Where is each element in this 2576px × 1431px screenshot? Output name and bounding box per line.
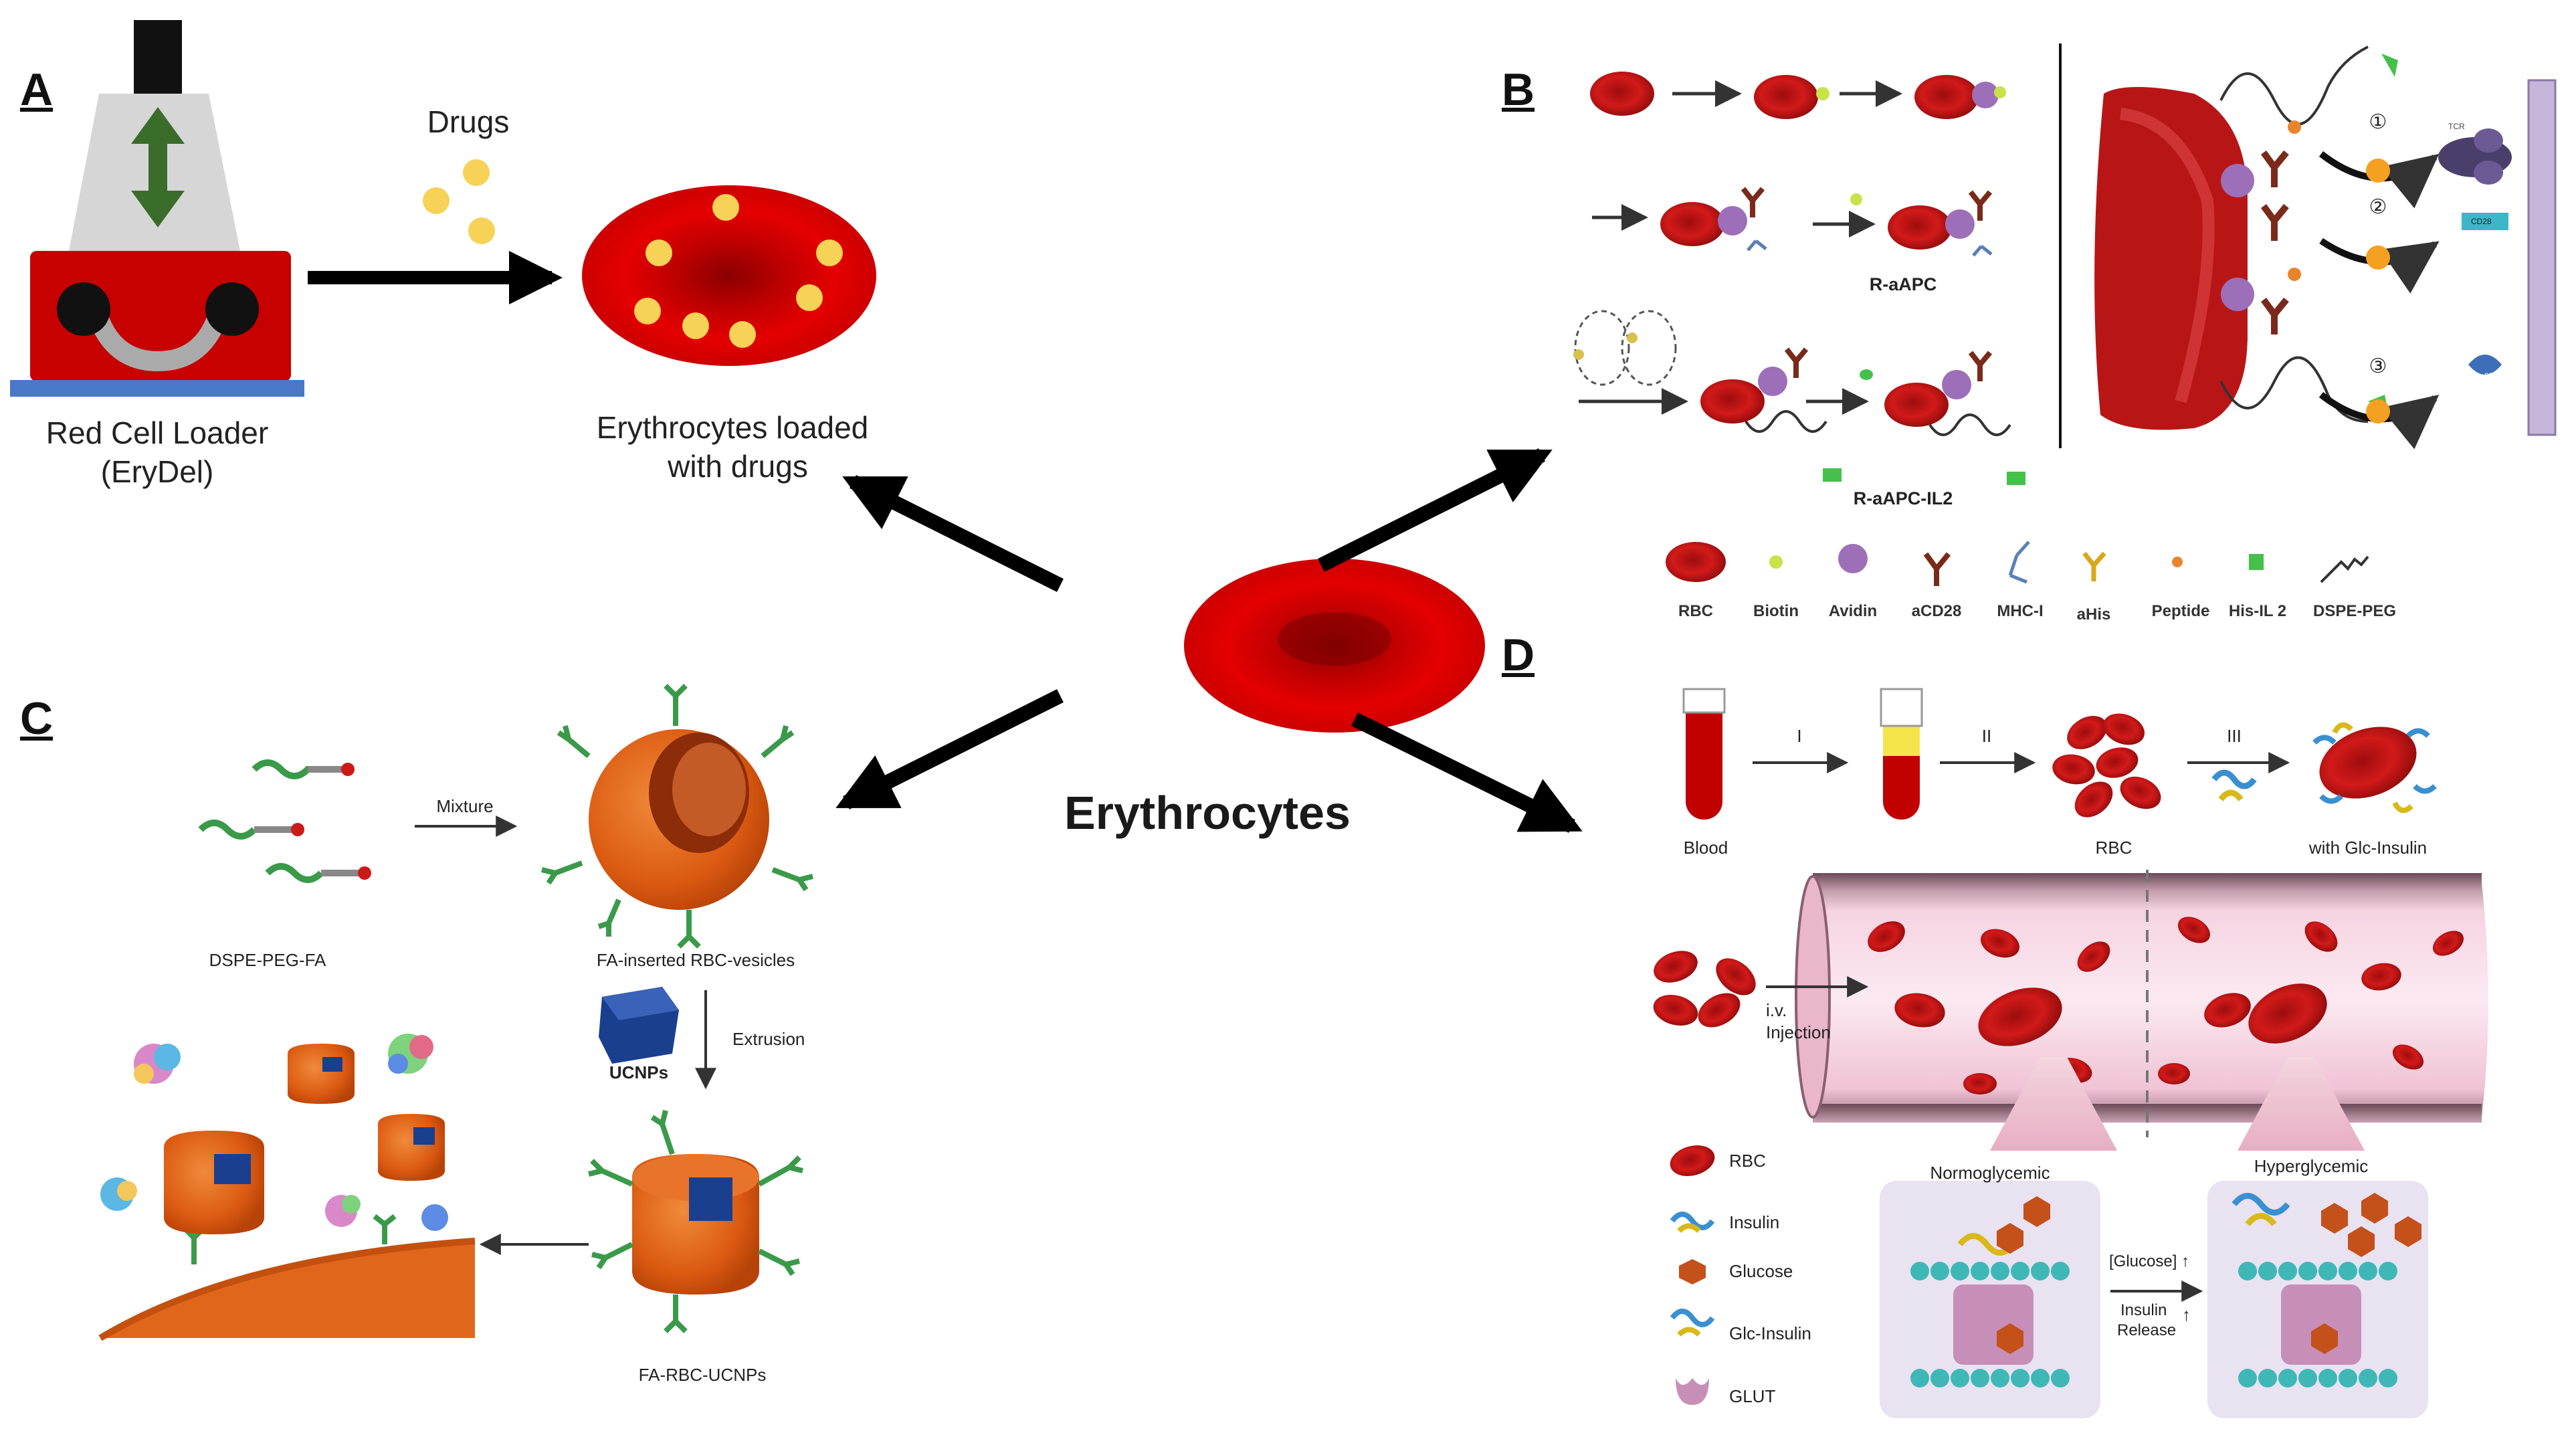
injection-label-line2: Injection — [1766, 1022, 1831, 1042]
panel-c-tag: C — [20, 693, 54, 744]
fa-rbc-vesicle — [541, 684, 813, 949]
loader-label-line1: Red Cell Loader — [45, 415, 269, 450]
stage-blood-label: Blood — [1683, 838, 1728, 858]
step-3-marker: ③ — [2369, 355, 2387, 377]
arrow-to-panel-a — [842, 475, 1064, 592]
reagent-label: DSPE-PEG-FA — [209, 950, 326, 970]
panel-b-rbc-series — [1573, 72, 2025, 485]
normoglycemic-detail — [1880, 1181, 2100, 1418]
legend-d-rbc: RBC — [1729, 1151, 1766, 1171]
injection-cluster — [1653, 951, 1756, 1028]
legend-b-ahis: aHis — [2076, 605, 2111, 624]
step-2-marker: ② — [2369, 196, 2387, 218]
zoom-cone-high — [2238, 1057, 2365, 1151]
center-title: Erythrocytes — [1064, 787, 1351, 839]
blood-vessel — [1795, 870, 2488, 1137]
hyperglycemic-label: Hyperglycemic — [2254, 1156, 2369, 1176]
legend-b-mhc: MHC-I — [1997, 602, 2044, 620]
construct-raapc-il2: R-aAPC-IL2 — [1853, 488, 1953, 508]
receptor-il2r: IL-2R — [2475, 371, 2495, 381]
loader-label-line2: (EryDel) — [100, 454, 214, 489]
main-arrows — [835, 448, 1583, 833]
drug-particles — [423, 159, 495, 244]
vesicle-label: FA-inserted RBC-vesicles — [596, 950, 795, 970]
legend-d-glucose: Glucose — [1729, 1261, 1793, 1281]
panel-a-tag: A — [20, 64, 54, 115]
panel-d-tag: D — [1502, 630, 1535, 680]
construct-raapc: R-aAPC — [1869, 274, 1937, 294]
arrow-to-panel-c — [835, 689, 1064, 809]
rbc-cluster — [2052, 713, 2161, 818]
panel-b-arrows — [1579, 80, 1902, 415]
extrusion-label: Extrusion — [732, 1029, 805, 1049]
hyperglycemic-detail — [2207, 1181, 2428, 1418]
arrow-to-panel-d — [1351, 712, 1583, 833]
blood-tube — [1682, 688, 1726, 820]
legend-b-avidin: Avidin — [1828, 602, 1878, 620]
panel-b-tag: B — [1502, 64, 1535, 115]
receptor-cd28: CD28 — [2471, 217, 2492, 226]
centrifuged-tube — [1880, 688, 1923, 820]
legend-b-rbc: RBC — [1678, 602, 1713, 620]
legend-d-insulin: Insulin — [1729, 1212, 1780, 1232]
injection-label-line1: i.v. — [1766, 1000, 1787, 1020]
step-ii-label: II — [1981, 726, 1992, 746]
tumor-cell-targeting-scene — [98, 1034, 476, 1341]
stage-rbc-label: RBC — [2095, 838, 2133, 858]
product-label: FA-RBC-UCNPs — [638, 1365, 767, 1385]
drug-loaded-erythrocyte — [582, 185, 876, 366]
zoom-cone-normal — [1990, 1057, 2117, 1151]
result-label-line2: with drugs — [668, 449, 808, 484]
insulin-release-line1: Insulin — [2120, 1301, 2167, 1319]
panel-d-legend-icons — [1670, 1145, 1715, 1405]
mixture-label: Mixture — [436, 796, 494, 816]
red-cell-loader-machine — [10, 20, 304, 397]
fa-rbc-ucnp-particle — [588, 1110, 803, 1333]
legend-b-dspe-peg: DSPE-PEG — [2312, 602, 2397, 620]
receptor-tcr: TCR — [2448, 122, 2465, 131]
arrow-to-panel-b — [1318, 448, 1553, 572]
dspe-peg-fa-molecules — [198, 759, 371, 883]
legend-d-glc-insulin: Glc-Insulin — [1729, 1323, 1811, 1343]
insulin-release-line2: Release — [2117, 1321, 2177, 1339]
step-iii-label: III — [2227, 726, 2242, 746]
stage-glc-insulin-label: with Glc-Insulin — [2308, 838, 2428, 858]
step-1-marker: ① — [2369, 111, 2387, 133]
legend-d-glut: GLUT — [1729, 1386, 1776, 1406]
step-i-label: I — [1797, 726, 1802, 746]
glc-insulin-rbc — [2211, 722, 2437, 814]
panel-b-legend-icons — [1666, 541, 2369, 586]
result-label-line1: Erythrocytes loaded — [596, 410, 869, 445]
up-down-arrow-icon — [131, 107, 185, 227]
insulin-release-arrow: ↑ — [2182, 1305, 2191, 1325]
ucnp-cube — [599, 987, 679, 1064]
legend-b-biotin: Biotin — [1753, 602, 1799, 620]
legend-b-his-il2: His-IL 2 — [2228, 602, 2287, 620]
legend-b-acd28: aCD28 — [1911, 602, 1962, 620]
central-erythrocyte — [1184, 559, 1485, 733]
ucnp-label: UCNPs — [609, 1062, 669, 1082]
legend-b-peptide: Peptide — [2151, 602, 2210, 620]
normoglycemic-label: Normoglycemic — [1930, 1163, 2050, 1183]
glucose-up-label: [Glucose] ↑ — [2109, 1252, 2190, 1270]
drugs-label: Drugs — [427, 104, 510, 139]
panel-b-interaction-scene — [2094, 45, 2557, 450]
